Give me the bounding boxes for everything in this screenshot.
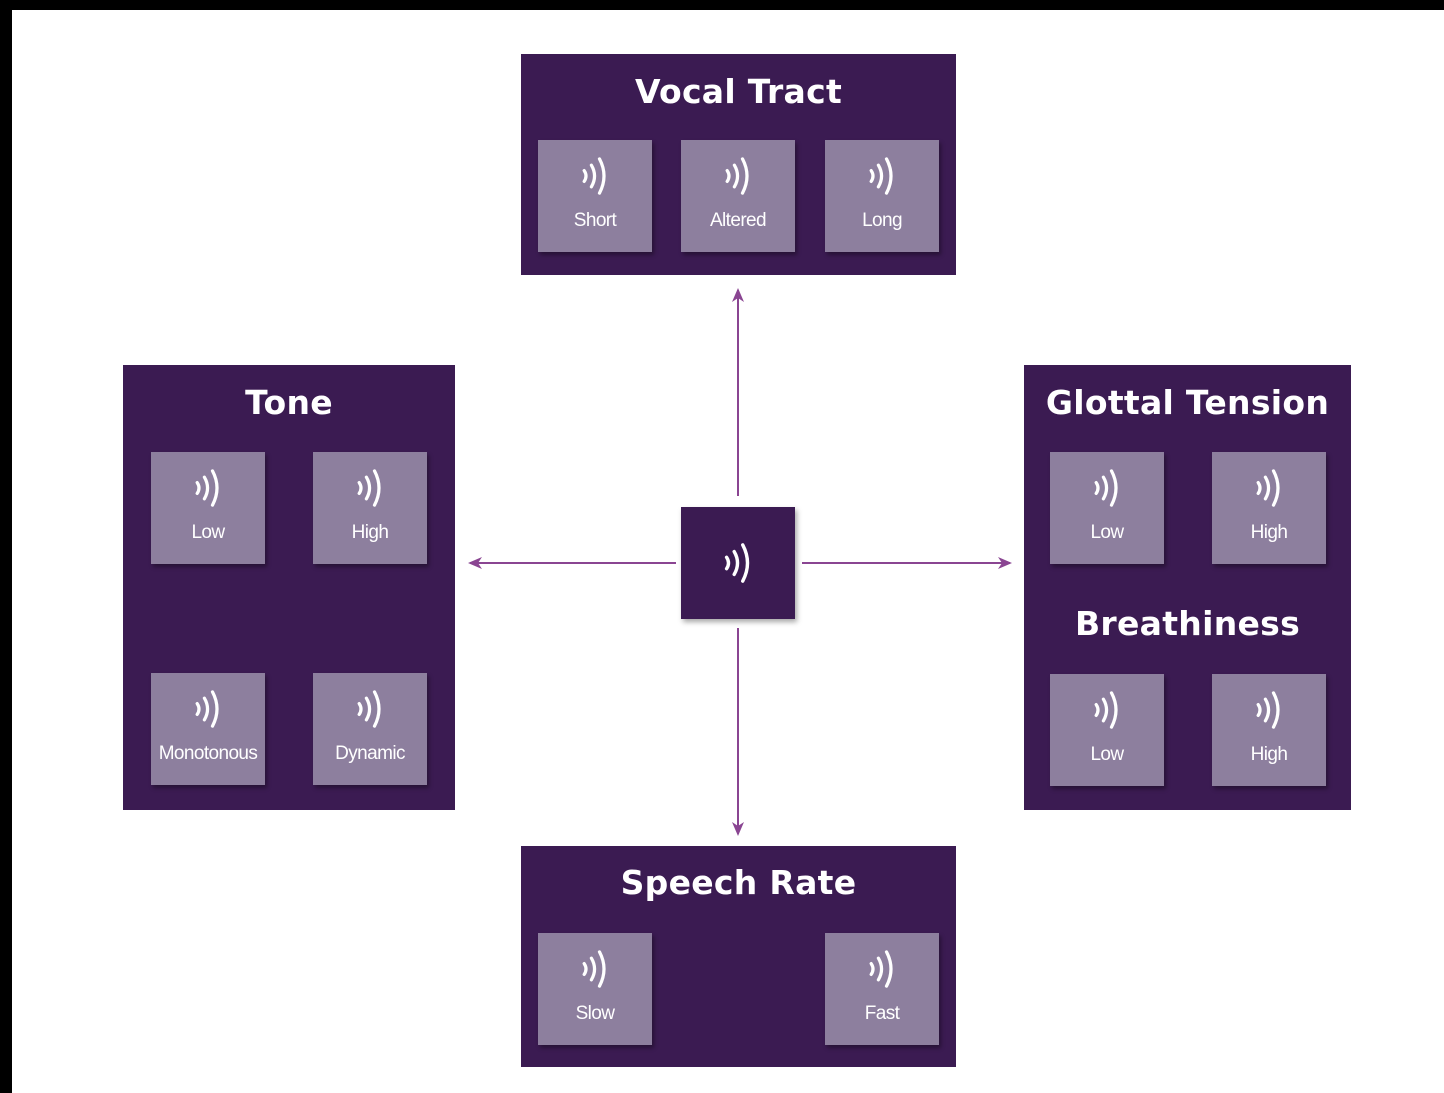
sound-wave-icon (313, 685, 427, 733)
sound-wave-icon (1212, 686, 1326, 734)
glottal-tension-high-tile[interactable]: High (1212, 452, 1326, 564)
tile-label: Long (862, 210, 902, 231)
sound-wave-icon (681, 152, 795, 200)
vocal-tract-altered-tile[interactable]: Altered (681, 140, 795, 252)
breathiness-low-tile[interactable]: Low (1050, 674, 1164, 786)
breathiness-title: Breathiness (1074, 604, 1301, 643)
breathiness-high-tile[interactable]: High (1212, 674, 1326, 786)
glottal-tension-title: Glottal Tension (1045, 383, 1330, 422)
sound-wave-icon (1212, 464, 1326, 512)
tile-label: Dynamic (335, 743, 405, 764)
sound-wave-icon (313, 464, 427, 512)
tile-label: High (351, 522, 389, 543)
vocal-tract-panel: Vocal Tract Short Altered Long (521, 54, 956, 275)
center-voice-tile[interactable] (681, 507, 795, 619)
tone-dynamic-tile[interactable]: Dynamic (313, 673, 427, 785)
tile-label: Altered (709, 210, 767, 231)
diagram-canvas: Vocal Tract Short Altered Long Tone Low … (12, 10, 1444, 1093)
tile-label: Fast (864, 1003, 900, 1024)
speech-rate-panel: Speech Rate Slow Fast (521, 846, 956, 1067)
tile-label: Slow (575, 1003, 615, 1024)
tone-title: Tone (245, 383, 333, 422)
sound-wave-icon (825, 152, 939, 200)
speech-rate-title: Speech Rate (620, 863, 857, 902)
tile-label: Short (573, 210, 617, 231)
tile-label: Low (1090, 522, 1124, 543)
tile-label: Monotonous (158, 743, 258, 764)
speech-rate-fast-tile[interactable]: Fast (825, 933, 939, 1045)
sound-wave-icon (1050, 686, 1164, 734)
sound-wave-icon (825, 945, 939, 993)
glottal-tension-low-tile[interactable]: Low (1050, 452, 1164, 564)
sound-wave-icon (719, 541, 757, 585)
arrows-layer (468, 288, 1012, 836)
sound-wave-icon (1050, 464, 1164, 512)
tile-label: Low (191, 522, 225, 543)
tone-panel: Tone Low High Monotonous Dynamic (123, 365, 455, 810)
sound-wave-icon (538, 152, 652, 200)
sound-wave-icon (151, 464, 265, 512)
vocal-tract-short-tile[interactable]: Short (538, 140, 652, 252)
glottal-tension-panel: Glottal Tension Low High Breathiness Low… (1024, 365, 1351, 810)
tone-low-tile[interactable]: Low (151, 452, 265, 564)
tile-label: High (1250, 744, 1288, 765)
tone-monotonous-tile[interactable]: Monotonous (151, 673, 265, 785)
speech-rate-slow-tile[interactable]: Slow (538, 933, 652, 1045)
tone-high-tile[interactable]: High (313, 452, 427, 564)
vocal-tract-title: Vocal Tract (634, 72, 843, 111)
tile-label: Low (1090, 744, 1124, 765)
tile-label: High (1250, 522, 1288, 543)
sound-wave-icon (538, 945, 652, 993)
vocal-tract-long-tile[interactable]: Long (825, 140, 939, 252)
sound-wave-icon (151, 685, 265, 733)
